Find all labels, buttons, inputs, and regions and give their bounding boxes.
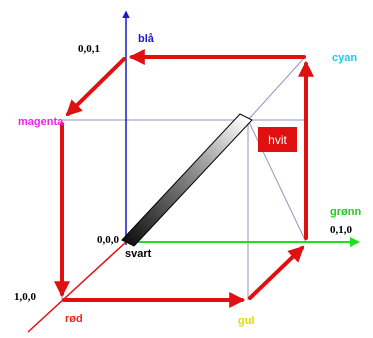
label-white: hvit bbox=[268, 132, 287, 147]
red-axis bbox=[27, 241, 127, 333]
edge-white-green bbox=[247, 119, 307, 243]
label-magenta: magenta bbox=[18, 116, 64, 128]
arrow-blue-to-magenta bbox=[65, 57, 126, 117]
label-white-box: hvit bbox=[258, 127, 297, 152]
arrow-yellow-to-green bbox=[248, 245, 305, 300]
coord-label-green-corner: 0,1,0 bbox=[330, 224, 352, 236]
label-green: grønn bbox=[330, 206, 362, 218]
coord-label-origin: 0,0,0 bbox=[97, 234, 119, 246]
label-black: svart bbox=[125, 248, 152, 260]
label-red: rød bbox=[65, 313, 83, 325]
color-path-arrows bbox=[54, 49, 314, 308]
coord-label-blue-corner: 0,0,1 bbox=[78, 43, 100, 55]
coord-label-red-corner: 1,0,0 bbox=[14, 291, 36, 303]
grayscale-diagonal-bar bbox=[121, 113, 253, 247]
label-yellow: gul bbox=[238, 315, 255, 327]
label-cyan: cyan bbox=[332, 52, 358, 64]
label-blue: blå bbox=[138, 33, 154, 45]
edge-cyan-white bbox=[247, 55, 307, 121]
